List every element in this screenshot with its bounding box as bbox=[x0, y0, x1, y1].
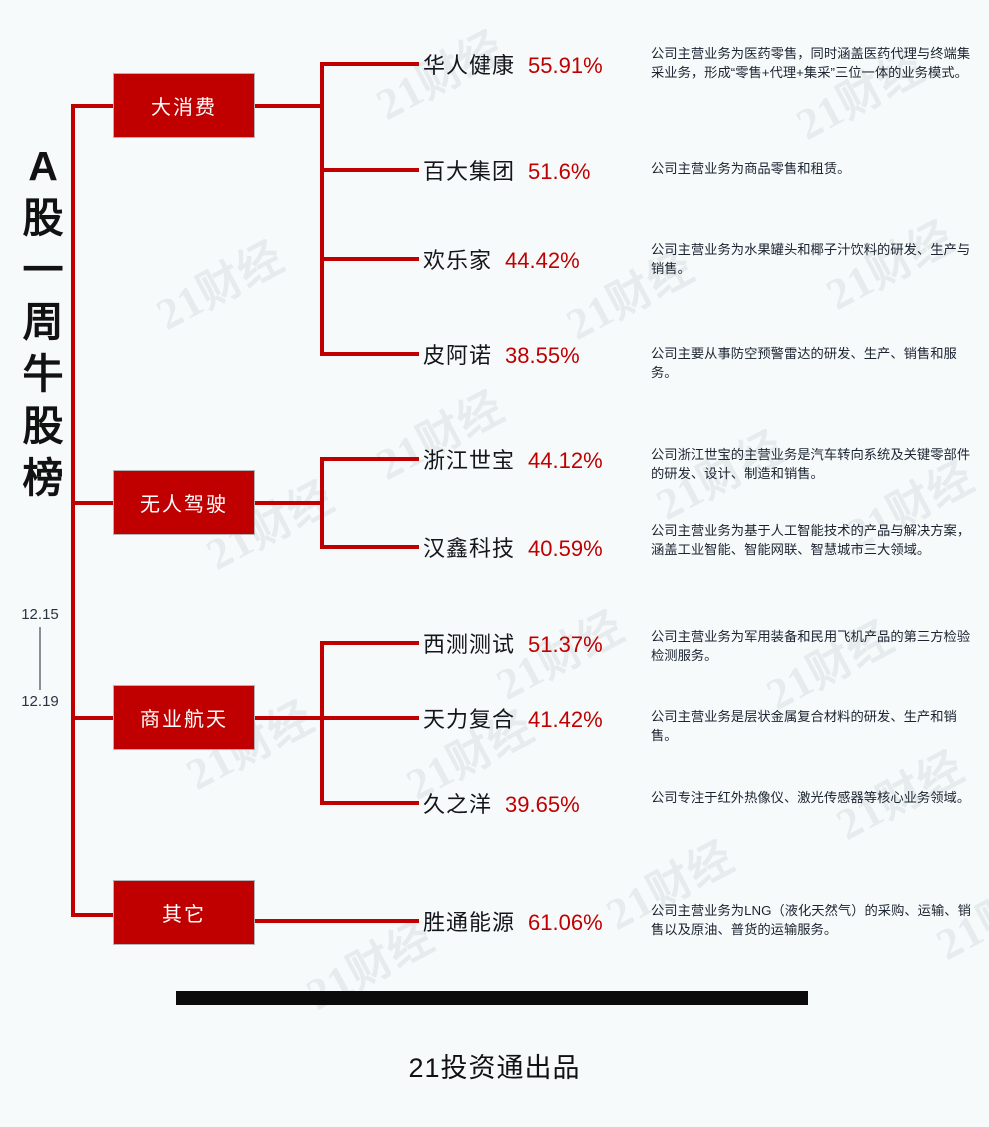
stock-description-0-0: 公司主营业务为医药零售，同时涵盖医药代理与终端集采业务，形成“零售+代理+集采”… bbox=[651, 46, 971, 80]
stock-name: 华人健康 bbox=[423, 53, 516, 78]
stock-name: 皮阿诺 bbox=[423, 343, 493, 368]
stock-description-1-0: 公司浙江世宝的主营业务是汽车转向系统及关键零部件的研发、设计、制造和销售。 bbox=[651, 447, 971, 481]
leaf-line-3-0 bbox=[255, 919, 419, 923]
title-char: 股 bbox=[22, 195, 64, 241]
title-char: A bbox=[28, 143, 58, 189]
category-box-0[interactable]: 大消费 bbox=[113, 73, 255, 138]
leaf-0-1[interactable]: 百大集团 51.6% bbox=[423, 154, 590, 186]
leaf-2-1[interactable]: 天力复合 41.42% bbox=[423, 702, 603, 734]
leaf-line-0-3 bbox=[320, 352, 419, 356]
trunk-line bbox=[71, 104, 75, 916]
stock-change: 39.65% bbox=[505, 792, 580, 817]
title-char: 一 bbox=[22, 247, 64, 293]
stock-name: 汉鑫科技 bbox=[423, 536, 516, 561]
leaf-line-0-2 bbox=[320, 257, 419, 261]
date-start: 12.15 bbox=[21, 606, 59, 623]
leaf-line-1-0 bbox=[320, 457, 419, 461]
stock-name: 浙江世宝 bbox=[423, 448, 516, 473]
stock-description-0-3: 公司主要从事防空预警雷达的研发、生产、销售和服务。 bbox=[651, 346, 957, 380]
leaf-line-2-1 bbox=[320, 716, 419, 720]
watermark: 21财经 bbox=[148, 232, 292, 340]
stock-change: 44.42% bbox=[505, 248, 580, 273]
stock-name: 西测测试 bbox=[423, 632, 516, 657]
trunk-stub-2 bbox=[71, 501, 115, 505]
stock-name: 天力复合 bbox=[423, 707, 516, 732]
stock-change: 61.06% bbox=[528, 910, 603, 935]
category-stem-0 bbox=[255, 104, 324, 108]
stock-name: 百大集团 bbox=[423, 159, 516, 184]
stock-change: 55.91% bbox=[528, 53, 603, 78]
leaf-line-2-0 bbox=[320, 641, 419, 645]
stock-description-2-2: 公司专注于红外热像仪、激光传感器等核心业务领域。 bbox=[651, 790, 971, 805]
title-char: 牛 bbox=[22, 351, 64, 397]
title-char: 周 bbox=[22, 299, 64, 345]
category-spine-0 bbox=[320, 62, 324, 356]
stock-description-2-0: 公司主营业务为军用装备和民用飞机产品的第三方检验检测服务。 bbox=[651, 629, 971, 663]
stock-description-1-1: 公司主营业务为基于人工智能技术的产品与解决方案，涵盖工业智能、智能网联、智慧城市… bbox=[651, 523, 971, 557]
leaf-2-2[interactable]: 久之洋 39.65% bbox=[423, 787, 580, 819]
stock-description-0-2: 公司主营业务为水果罐头和椰子汁饮料的研发、生产与销售。 bbox=[651, 242, 971, 276]
trunk-stub-4 bbox=[71, 913, 115, 917]
leaf-2-0[interactable]: 西测测试 51.37% bbox=[423, 627, 603, 659]
date-range-divider bbox=[39, 627, 41, 690]
category-box-3[interactable]: 其它 bbox=[113, 880, 255, 945]
leaf-0-3[interactable]: 皮阿诺 38.55% bbox=[423, 338, 580, 370]
leaf-1-1[interactable]: 汉鑫科技 40.59% bbox=[423, 531, 603, 563]
stock-description-0-1: 公司主营业务为商品零售和租赁。 bbox=[651, 161, 851, 176]
leaf-0-2[interactable]: 欢乐家 44.42% bbox=[423, 243, 580, 275]
leaf-line-2-2 bbox=[320, 801, 419, 805]
stock-change: 51.37% bbox=[528, 632, 603, 657]
stock-change: 40.59% bbox=[528, 536, 603, 561]
category-stem-1 bbox=[255, 501, 324, 505]
stock-description-3-0: 公司主营业务为LNG（液化天然气）的采购、运输、销售以及原油、普货的运输服务。 bbox=[651, 903, 971, 937]
leaf-1-0[interactable]: 浙江世宝 44.12% bbox=[423, 443, 603, 475]
stock-change: 44.12% bbox=[528, 448, 603, 473]
footer-bar bbox=[176, 991, 808, 1005]
category-spine-2 bbox=[320, 641, 324, 805]
trunk-stub-1 bbox=[71, 104, 115, 108]
stock-name: 胜通能源 bbox=[423, 910, 516, 935]
date-end: 12.19 bbox=[21, 693, 59, 710]
stock-description-2-1: 公司主营业务是层状金属复合材料的研发、生产和销售。 bbox=[651, 709, 957, 743]
category-spine-1 bbox=[320, 457, 324, 549]
leaf-line-0-1 bbox=[320, 168, 419, 172]
leaf-3-0[interactable]: 胜通能源 61.06% bbox=[423, 905, 603, 937]
stock-name: 久之洋 bbox=[423, 792, 493, 817]
stock-change: 41.42% bbox=[528, 707, 603, 732]
category-box-2[interactable]: 商业航天 bbox=[113, 685, 255, 750]
leaf-line-1-1 bbox=[320, 545, 419, 549]
stock-change: 51.6% bbox=[528, 159, 591, 184]
category-stem-2 bbox=[255, 716, 324, 720]
stock-name: 欢乐家 bbox=[423, 248, 493, 273]
title-char: 榜 bbox=[22, 455, 64, 501]
page-title: A 股 一 周 牛 股 榜 bbox=[10, 140, 76, 504]
title-char: 股 bbox=[22, 403, 64, 449]
leaf-0-0[interactable]: 华人健康 55.91% bbox=[423, 48, 603, 80]
date-range: 12.15 12.19 bbox=[4, 606, 76, 711]
trunk-stub-3 bbox=[71, 716, 115, 720]
leaf-line-0-0 bbox=[320, 62, 419, 66]
stock-change: 38.55% bbox=[505, 343, 580, 368]
category-box-1[interactable]: 无人驾驶 bbox=[113, 470, 255, 535]
footer-label: 21投资通出品 bbox=[408, 1053, 581, 1083]
